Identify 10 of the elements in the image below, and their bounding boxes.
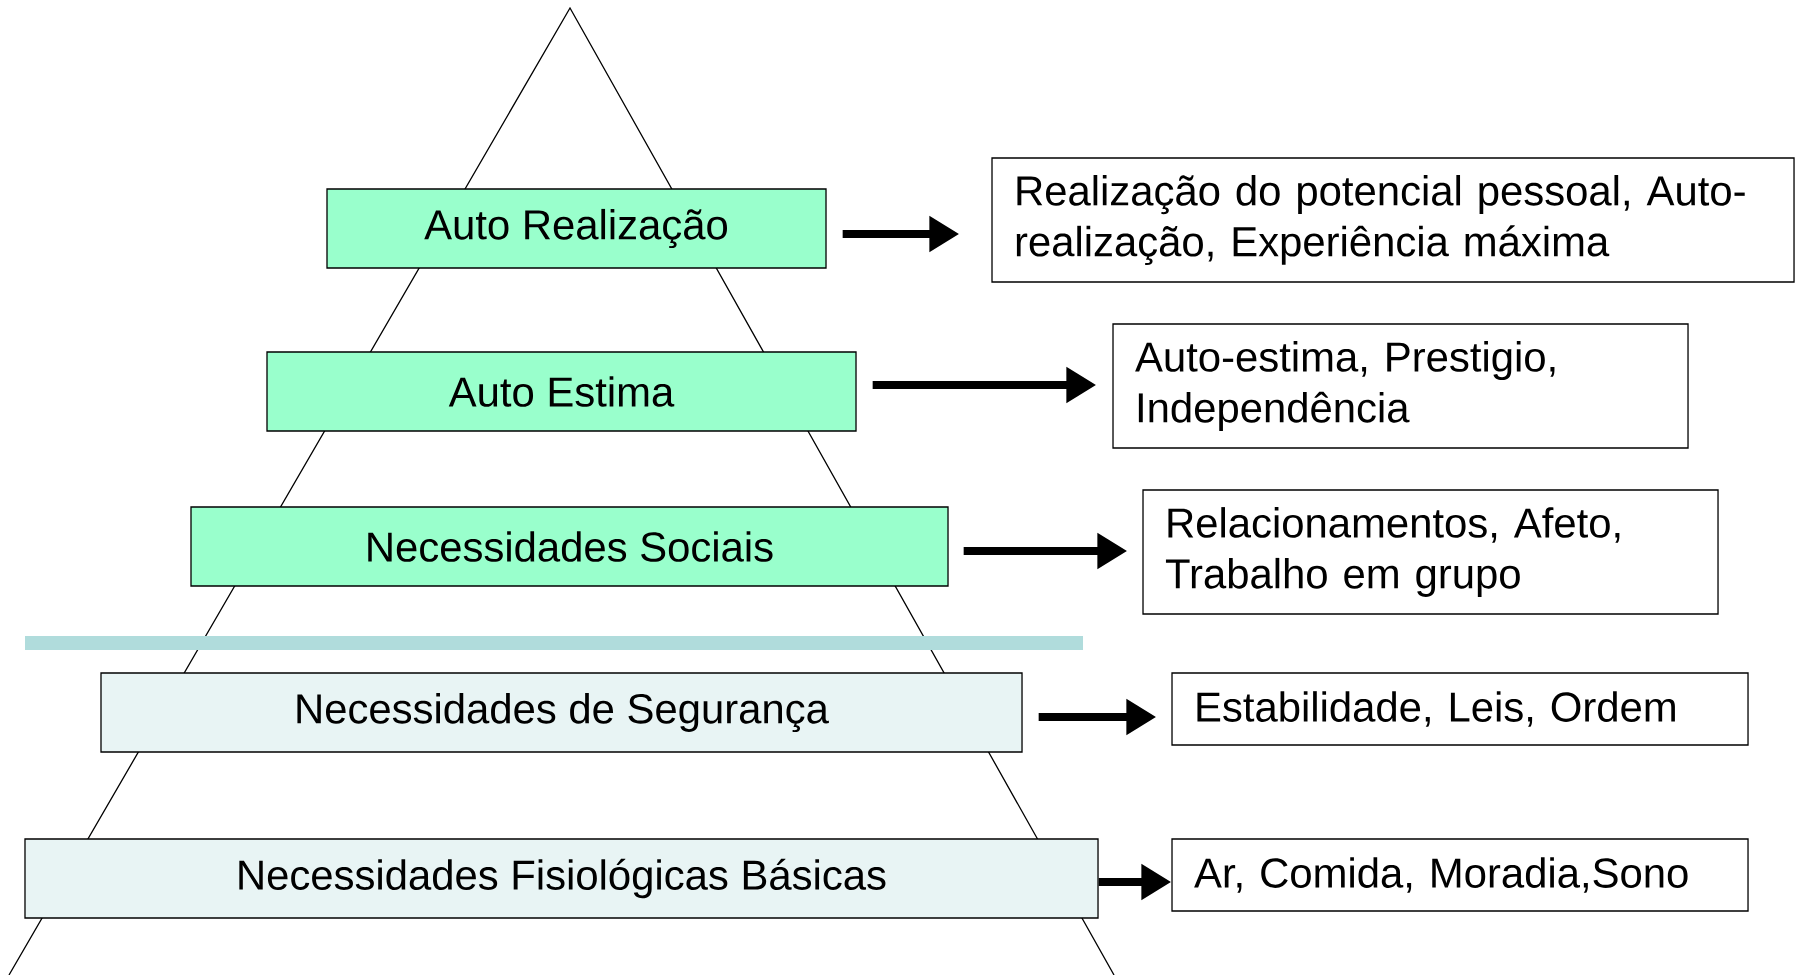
- description-box: Estabilidade, Leis, Ordem: [1171, 672, 1749, 746]
- level-box: Auto Realização: [326, 188, 827, 269]
- level-box: Auto Estima: [266, 351, 857, 432]
- description-box: Ar, Comida, Moradia,Sono: [1171, 838, 1749, 912]
- description-box: Auto-estima, Prestigio, Independência: [1112, 323, 1689, 449]
- level-box: Necessidades Sociais: [190, 506, 949, 587]
- level-box: Necessidades de Segurança: [100, 672, 1023, 753]
- description-box: Relacionamentos, Afeto, Trabalho em grupo: [1142, 489, 1719, 615]
- description-box: Realização do potencial pessoal, Auto-realização, Experiência máxima: [991, 157, 1795, 283]
- level-box: Necessidades Fisiológicas Básicas: [24, 838, 1099, 919]
